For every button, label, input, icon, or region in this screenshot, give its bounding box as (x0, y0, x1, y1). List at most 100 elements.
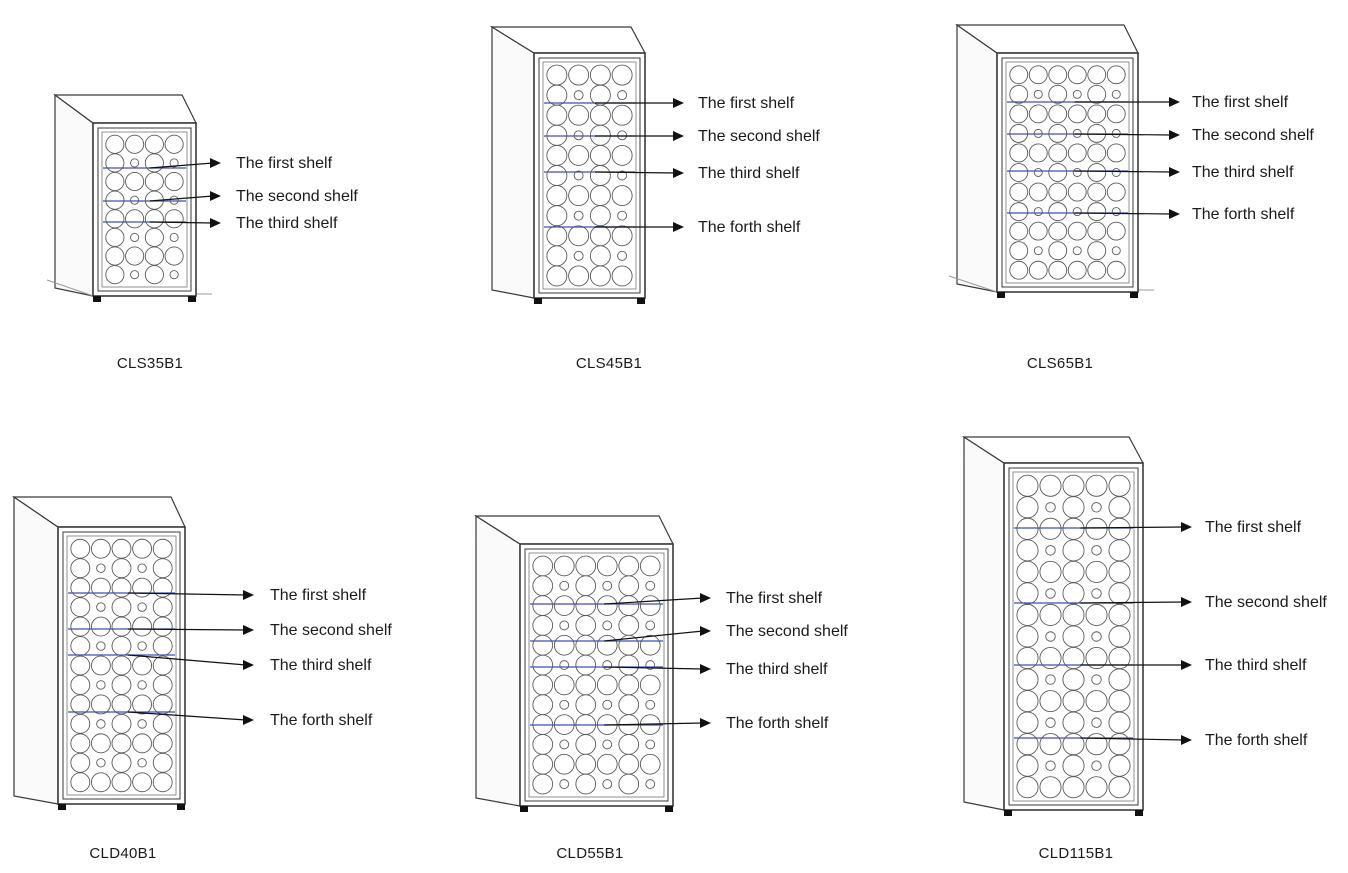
shelf-label: The first shelf (726, 590, 823, 607)
shelf-label: The forth shelf (698, 219, 801, 236)
bottle (111, 597, 132, 618)
bottle (546, 144, 568, 166)
bottle (1087, 163, 1107, 182)
bottle (1009, 84, 1029, 104)
arrow-head-icon (243, 590, 254, 600)
bottle (553, 753, 575, 775)
bottle (152, 597, 173, 618)
bottle (1009, 182, 1029, 202)
bottle (1108, 539, 1131, 562)
bottle (144, 246, 164, 266)
bottle (589, 185, 611, 207)
bottle (1016, 603, 1039, 626)
bottle (1108, 560, 1131, 583)
shelf-label: The second shelf (1205, 594, 1327, 611)
arrow-head-icon (1181, 735, 1192, 745)
bottle (1033, 168, 1043, 177)
bottle (1085, 690, 1108, 713)
bottle (152, 675, 173, 695)
bottle (645, 620, 656, 631)
bottle (589, 84, 611, 106)
bottle (152, 752, 173, 773)
shelf-label: The forth shelf (1205, 732, 1308, 749)
bottle (132, 616, 153, 637)
shelf-label: The third shelf (1205, 657, 1307, 674)
bottle (589, 165, 611, 186)
arrow-head-icon (210, 191, 221, 201)
arrow-head-icon (673, 98, 684, 108)
bottle (1048, 143, 1068, 163)
shelf-arrow-line (595, 171, 677, 174)
bottle (152, 558, 173, 579)
cabinet-foot (637, 298, 645, 304)
bottle (1039, 474, 1062, 497)
bottle (90, 772, 111, 793)
bottle (1062, 776, 1085, 799)
shelf-arrow-line (1080, 737, 1185, 741)
bottle (1048, 84, 1068, 104)
bottle (1087, 202, 1107, 222)
bottle (1108, 603, 1131, 626)
shelf-arrow-line (1074, 212, 1173, 215)
bottle (132, 655, 153, 676)
bottle (617, 250, 628, 261)
bottle (1039, 776, 1062, 799)
bottle (1111, 246, 1121, 256)
bottle (1108, 625, 1131, 648)
bottle (1111, 89, 1121, 99)
bottle (611, 144, 633, 166)
bottle (1091, 545, 1102, 556)
bottle (1009, 65, 1029, 85)
door-glass-inner (1012, 471, 1135, 802)
bottle (125, 209, 145, 229)
door-glass (1008, 467, 1139, 806)
bottle (1072, 168, 1082, 177)
door-glass (538, 57, 641, 294)
bottle (90, 577, 111, 598)
cabinet-foot (1135, 810, 1143, 816)
bottle (1091, 760, 1102, 771)
bottle (617, 90, 628, 101)
bottle (1087, 104, 1107, 124)
bottle (90, 655, 111, 676)
bottle (1062, 690, 1085, 713)
cabinet-foot (93, 296, 101, 302)
bottle (96, 602, 106, 612)
bottle (1048, 163, 1068, 182)
bottle (602, 620, 613, 631)
bottle (618, 674, 640, 696)
cabinet-side (491, 25, 535, 299)
bottle (152, 538, 173, 559)
bottle (144, 227, 164, 247)
shelf-arrow-line (1074, 133, 1173, 136)
bottle (573, 90, 584, 101)
bottle (137, 680, 147, 690)
bottle (596, 753, 618, 775)
bottle (1072, 207, 1082, 217)
bottle (144, 134, 164, 154)
cabinet-side (475, 514, 521, 807)
bottle (568, 104, 590, 126)
bottle (125, 246, 145, 266)
bottle (639, 595, 661, 616)
bottle (1009, 143, 1029, 163)
shelf-arrow-line (127, 654, 247, 666)
bottle (1028, 182, 1048, 202)
arrow-head-icon (1169, 167, 1180, 177)
bottle (152, 694, 173, 715)
bottle (1087, 221, 1107, 241)
bottle (618, 555, 640, 577)
bottle (70, 733, 91, 754)
bottle (532, 654, 554, 676)
bottle (1033, 246, 1043, 256)
bottle (532, 595, 554, 616)
bottle (111, 636, 132, 656)
bottle (1039, 647, 1062, 670)
arrow-head-icon (1169, 97, 1180, 107)
bottle (1045, 631, 1056, 642)
bottle (589, 104, 611, 126)
bottle (125, 172, 145, 192)
cabinet-side (54, 93, 94, 297)
model-label: CLD40B1 (89, 845, 156, 862)
bottle (169, 158, 179, 168)
